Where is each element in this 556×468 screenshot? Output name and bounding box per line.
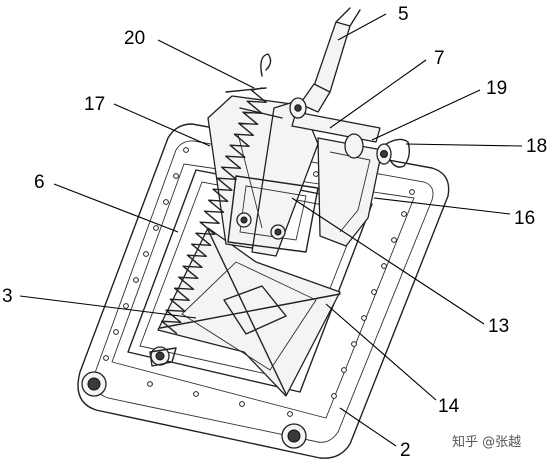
callout-20: 20 <box>124 28 145 49</box>
leader-lines <box>19 13 523 447</box>
callout-5: 5 <box>398 4 409 25</box>
callout-3: 3 <box>2 286 13 307</box>
callout-18: 18 <box>526 136 547 157</box>
callout-2: 2 <box>400 440 411 461</box>
push-rod <box>299 7 361 113</box>
pins <box>149 212 286 367</box>
callout-7: 7 <box>434 48 445 69</box>
lever-arms <box>207 95 383 257</box>
callout-14: 14 <box>438 396 460 417</box>
base-plate <box>77 123 450 459</box>
callout-6: 6 <box>34 172 45 193</box>
callout-labels: 5 7 19 18 16 13 14 2 20 17 6 3 <box>2 4 547 461</box>
callout-19: 19 <box>486 78 507 99</box>
spring <box>161 53 272 334</box>
caster-feet <box>81 371 307 449</box>
callout-16: 16 <box>514 208 535 229</box>
callout-17: 17 <box>84 94 105 115</box>
cross-brace <box>157 227 341 397</box>
bolt-holes <box>103 147 415 417</box>
callout-13: 13 <box>488 316 509 337</box>
cross-shaft <box>289 97 411 168</box>
watermark: 知乎 @张越 <box>452 434 521 450</box>
